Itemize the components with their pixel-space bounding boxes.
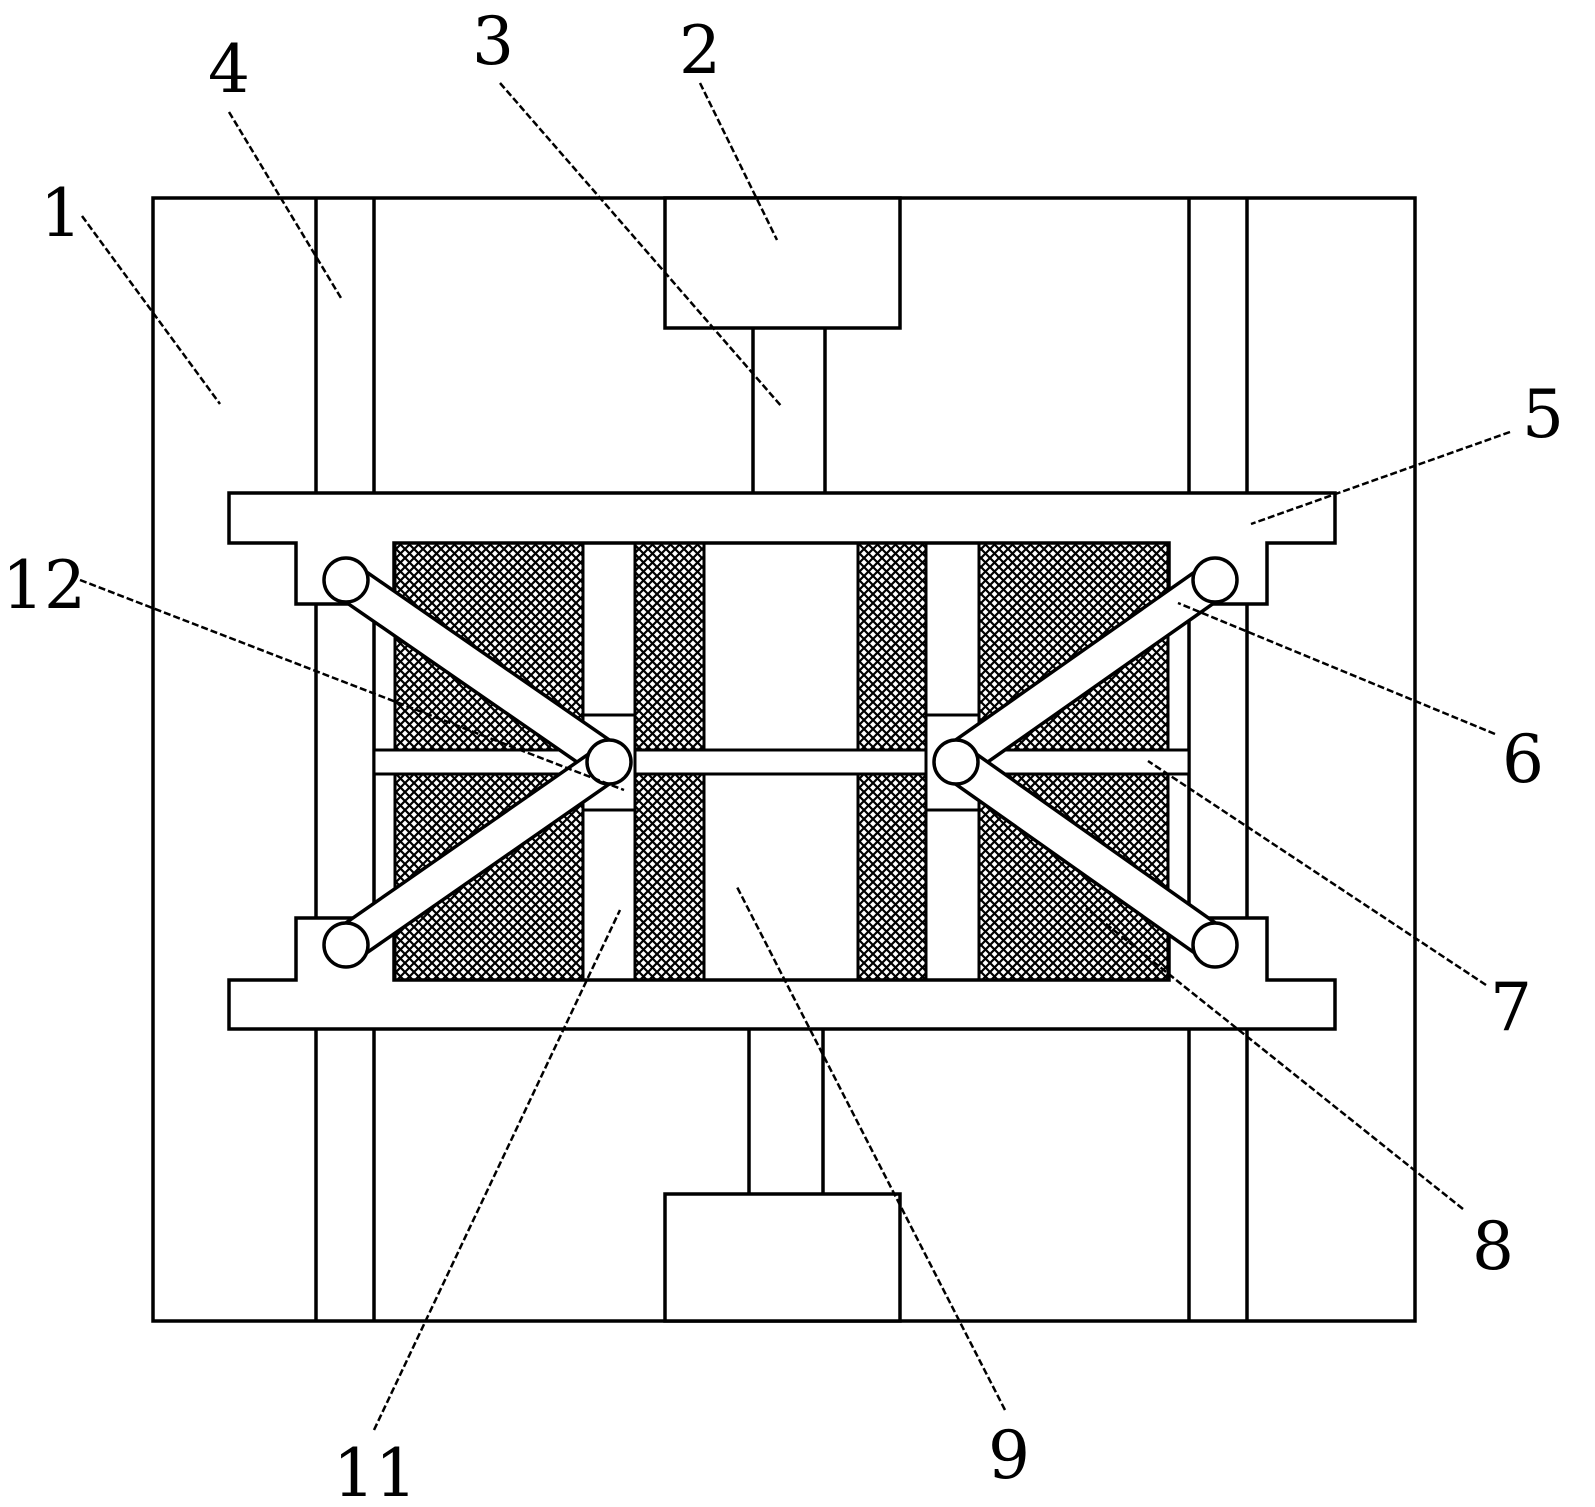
bottom-plate bbox=[227, 916, 1337, 1031]
top-piston-rod bbox=[751, 328, 827, 493]
link-arms bbox=[326, 560, 1235, 965]
label-3: 3 bbox=[472, 3, 514, 80]
leader-lines bbox=[79, 82, 1511, 1431]
pivot-joints bbox=[322, 556, 1239, 969]
part-labels: 1 4 3 2 5 12 6 7 8 11 9 bbox=[2, 3, 1564, 1507]
label-1: 1 bbox=[40, 175, 82, 252]
label-5: 5 bbox=[1522, 376, 1564, 453]
label-9: 9 bbox=[988, 1417, 1030, 1494]
top-plate bbox=[227, 491, 1337, 606]
bottom-piston-rod bbox=[747, 1029, 825, 1194]
label-7: 7 bbox=[1490, 969, 1532, 1046]
label-11: 11 bbox=[333, 1435, 417, 1507]
top-motor-block bbox=[663, 196, 902, 330]
label-4: 4 bbox=[208, 31, 250, 108]
label-12: 12 bbox=[2, 547, 86, 624]
bottom-motor-block bbox=[663, 1192, 902, 1323]
label-8: 8 bbox=[1472, 1208, 1514, 1285]
label-2: 2 bbox=[679, 12, 721, 89]
label-6: 6 bbox=[1502, 721, 1544, 798]
